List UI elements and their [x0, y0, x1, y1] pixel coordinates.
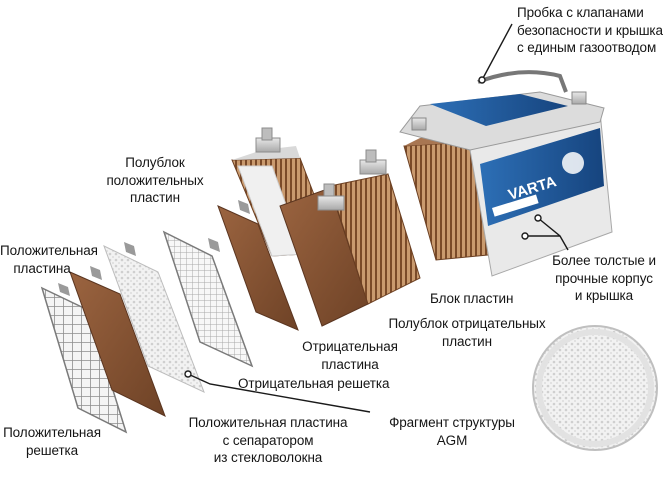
agm-fragment-illustration: [532, 325, 658, 451]
leader-lines: [184, 23, 569, 413]
label-stronger-case: Более толстые и прочные корпус и крышка: [552, 253, 656, 303]
label-plate-block: Блок пластин: [430, 291, 514, 306]
label-negative-grid: Отрицательная решетка: [238, 376, 390, 391]
leader-dot-separator: [184, 370, 192, 378]
leader-separator: [187, 373, 371, 413]
positive-grid-illustration: [40, 283, 128, 434]
negative-plate-illustration: [217, 200, 299, 331]
negative-grid-illustration: [162, 230, 254, 368]
label-agm-fragment: Фрагмент структуры AGM: [389, 415, 515, 448]
leader-dot-case: [534, 214, 542, 222]
label-positive-grid: Положительная решетка: [3, 425, 101, 458]
label-top-right: Пробка с клапанами безопасности и крышка…: [517, 5, 663, 55]
positive-plate-illustration: [69, 266, 166, 417]
separator-plate-illustration: [103, 242, 205, 393]
label-half-block-positive: Полублок положительных пластин: [106, 155, 204, 205]
half-block-negative-illustration: [279, 149, 421, 327]
leader-dot-case-2: [521, 232, 529, 240]
battery-case-illustration: VARTA: [399, 70, 613, 277]
label-positive-plate: Положительная пластина: [0, 243, 98, 276]
leader-top: [481, 23, 513, 81]
label-half-block-negative: Полублок отрицательных пластин: [388, 316, 546, 349]
leader-dot-top: [478, 76, 486, 84]
label-positive-plate-separator: Положительная пластина с сепаратором из …: [188, 415, 348, 465]
label-negative-plate: Отрицательная пластина: [302, 339, 398, 372]
